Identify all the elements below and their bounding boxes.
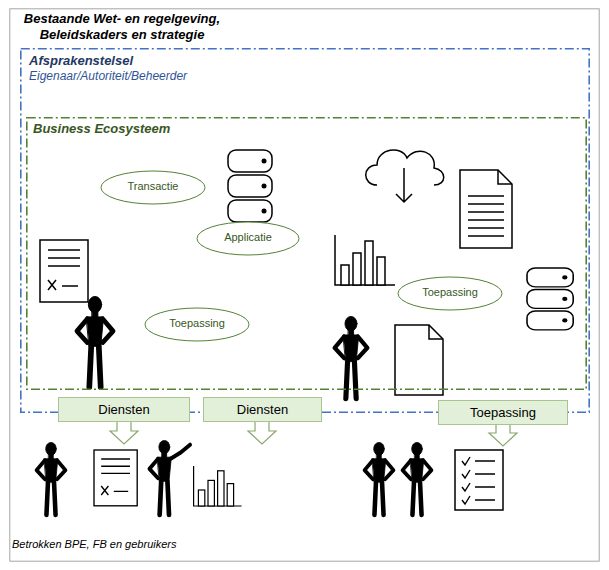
oval-shape	[398, 277, 502, 310]
document-icon	[94, 450, 137, 506]
text-holder: Afsprakenstelsel	[29, 53, 133, 69]
context-title: Bestaande Wet- en regelgeving, Beleidska…	[11, 11, 233, 42]
person-figure	[403, 442, 432, 515]
person-figure	[335, 316, 368, 398]
region-outline	[20, 48, 590, 413]
document-icon	[460, 170, 512, 248]
region-title: Afsprakenstelsel	[29, 53, 133, 69]
oval-shape	[101, 171, 205, 204]
database-icon	[527, 268, 573, 330]
person-figure	[365, 442, 394, 515]
cloud-download-icon	[366, 150, 444, 202]
service-label: Diensten	[237, 402, 288, 418]
region-subtitle: Eigenaar/Autoriteit/Beheerder	[29, 69, 187, 83]
oval-label: Applicatie	[224, 231, 272, 244]
concept-oval: Applicatie	[196, 221, 300, 256]
region-outline	[26, 117, 587, 390]
bar-chart-icon	[335, 235, 395, 285]
text-holder: Bestaande Wet- en regelgeving, Beleidska…	[11, 11, 233, 42]
document-icon	[40, 240, 88, 302]
region-border	[21, 49, 589, 412]
ecosystem-region: Business EcosysteemTransactieApplicatieT…	[26, 117, 587, 390]
service-box: Toepassing	[438, 400, 568, 425]
service-label: Diensten	[98, 402, 149, 418]
down-arrow	[489, 424, 517, 446]
oval-shape	[145, 308, 249, 341]
region-title: Business Ecosysteem	[33, 121, 170, 137]
database-icon	[228, 150, 272, 222]
concept-oval: Toepassing	[144, 307, 250, 342]
oval-label: Toepassing	[169, 317, 225, 330]
stakeholder-note: Betrokken BPE, FB en gebruikers	[12, 538, 176, 551]
oval-label: Transactie	[128, 180, 179, 193]
person-figure	[150, 440, 191, 514]
oval-shape	[197, 222, 299, 255]
checklist-icon	[455, 450, 503, 510]
agreement-region: AfsprakenstelselEigenaar/Autoriteit/Behe…	[20, 48, 590, 413]
region-border	[27, 118, 586, 389]
text-holder: Business Ecosysteem	[33, 121, 170, 137]
person-figure	[37, 442, 66, 515]
concept-oval: Toepassing	[397, 276, 503, 311]
region-outline	[9, 8, 600, 562]
context-frame: Bestaande Wet- en regelgeving, Beleidska…	[9, 8, 600, 562]
down-arrow	[248, 421, 276, 444]
concept-oval: Transactie	[100, 170, 206, 205]
region-border	[10, 9, 599, 561]
text-holder: Betrokken BPE, FB en gebruikers	[12, 538, 176, 551]
oval-label: Toepassing	[422, 286, 478, 299]
service-label: Toepassing	[470, 405, 536, 421]
person-figure	[77, 296, 113, 387]
service-box: Diensten	[203, 397, 322, 422]
text-holder: Eigenaar/Autoriteit/Beheerder	[29, 69, 187, 83]
page-icon	[395, 325, 443, 395]
service-box: Diensten	[58, 397, 190, 422]
down-arrow	[110, 421, 138, 444]
bar-chart-icon	[194, 466, 242, 506]
